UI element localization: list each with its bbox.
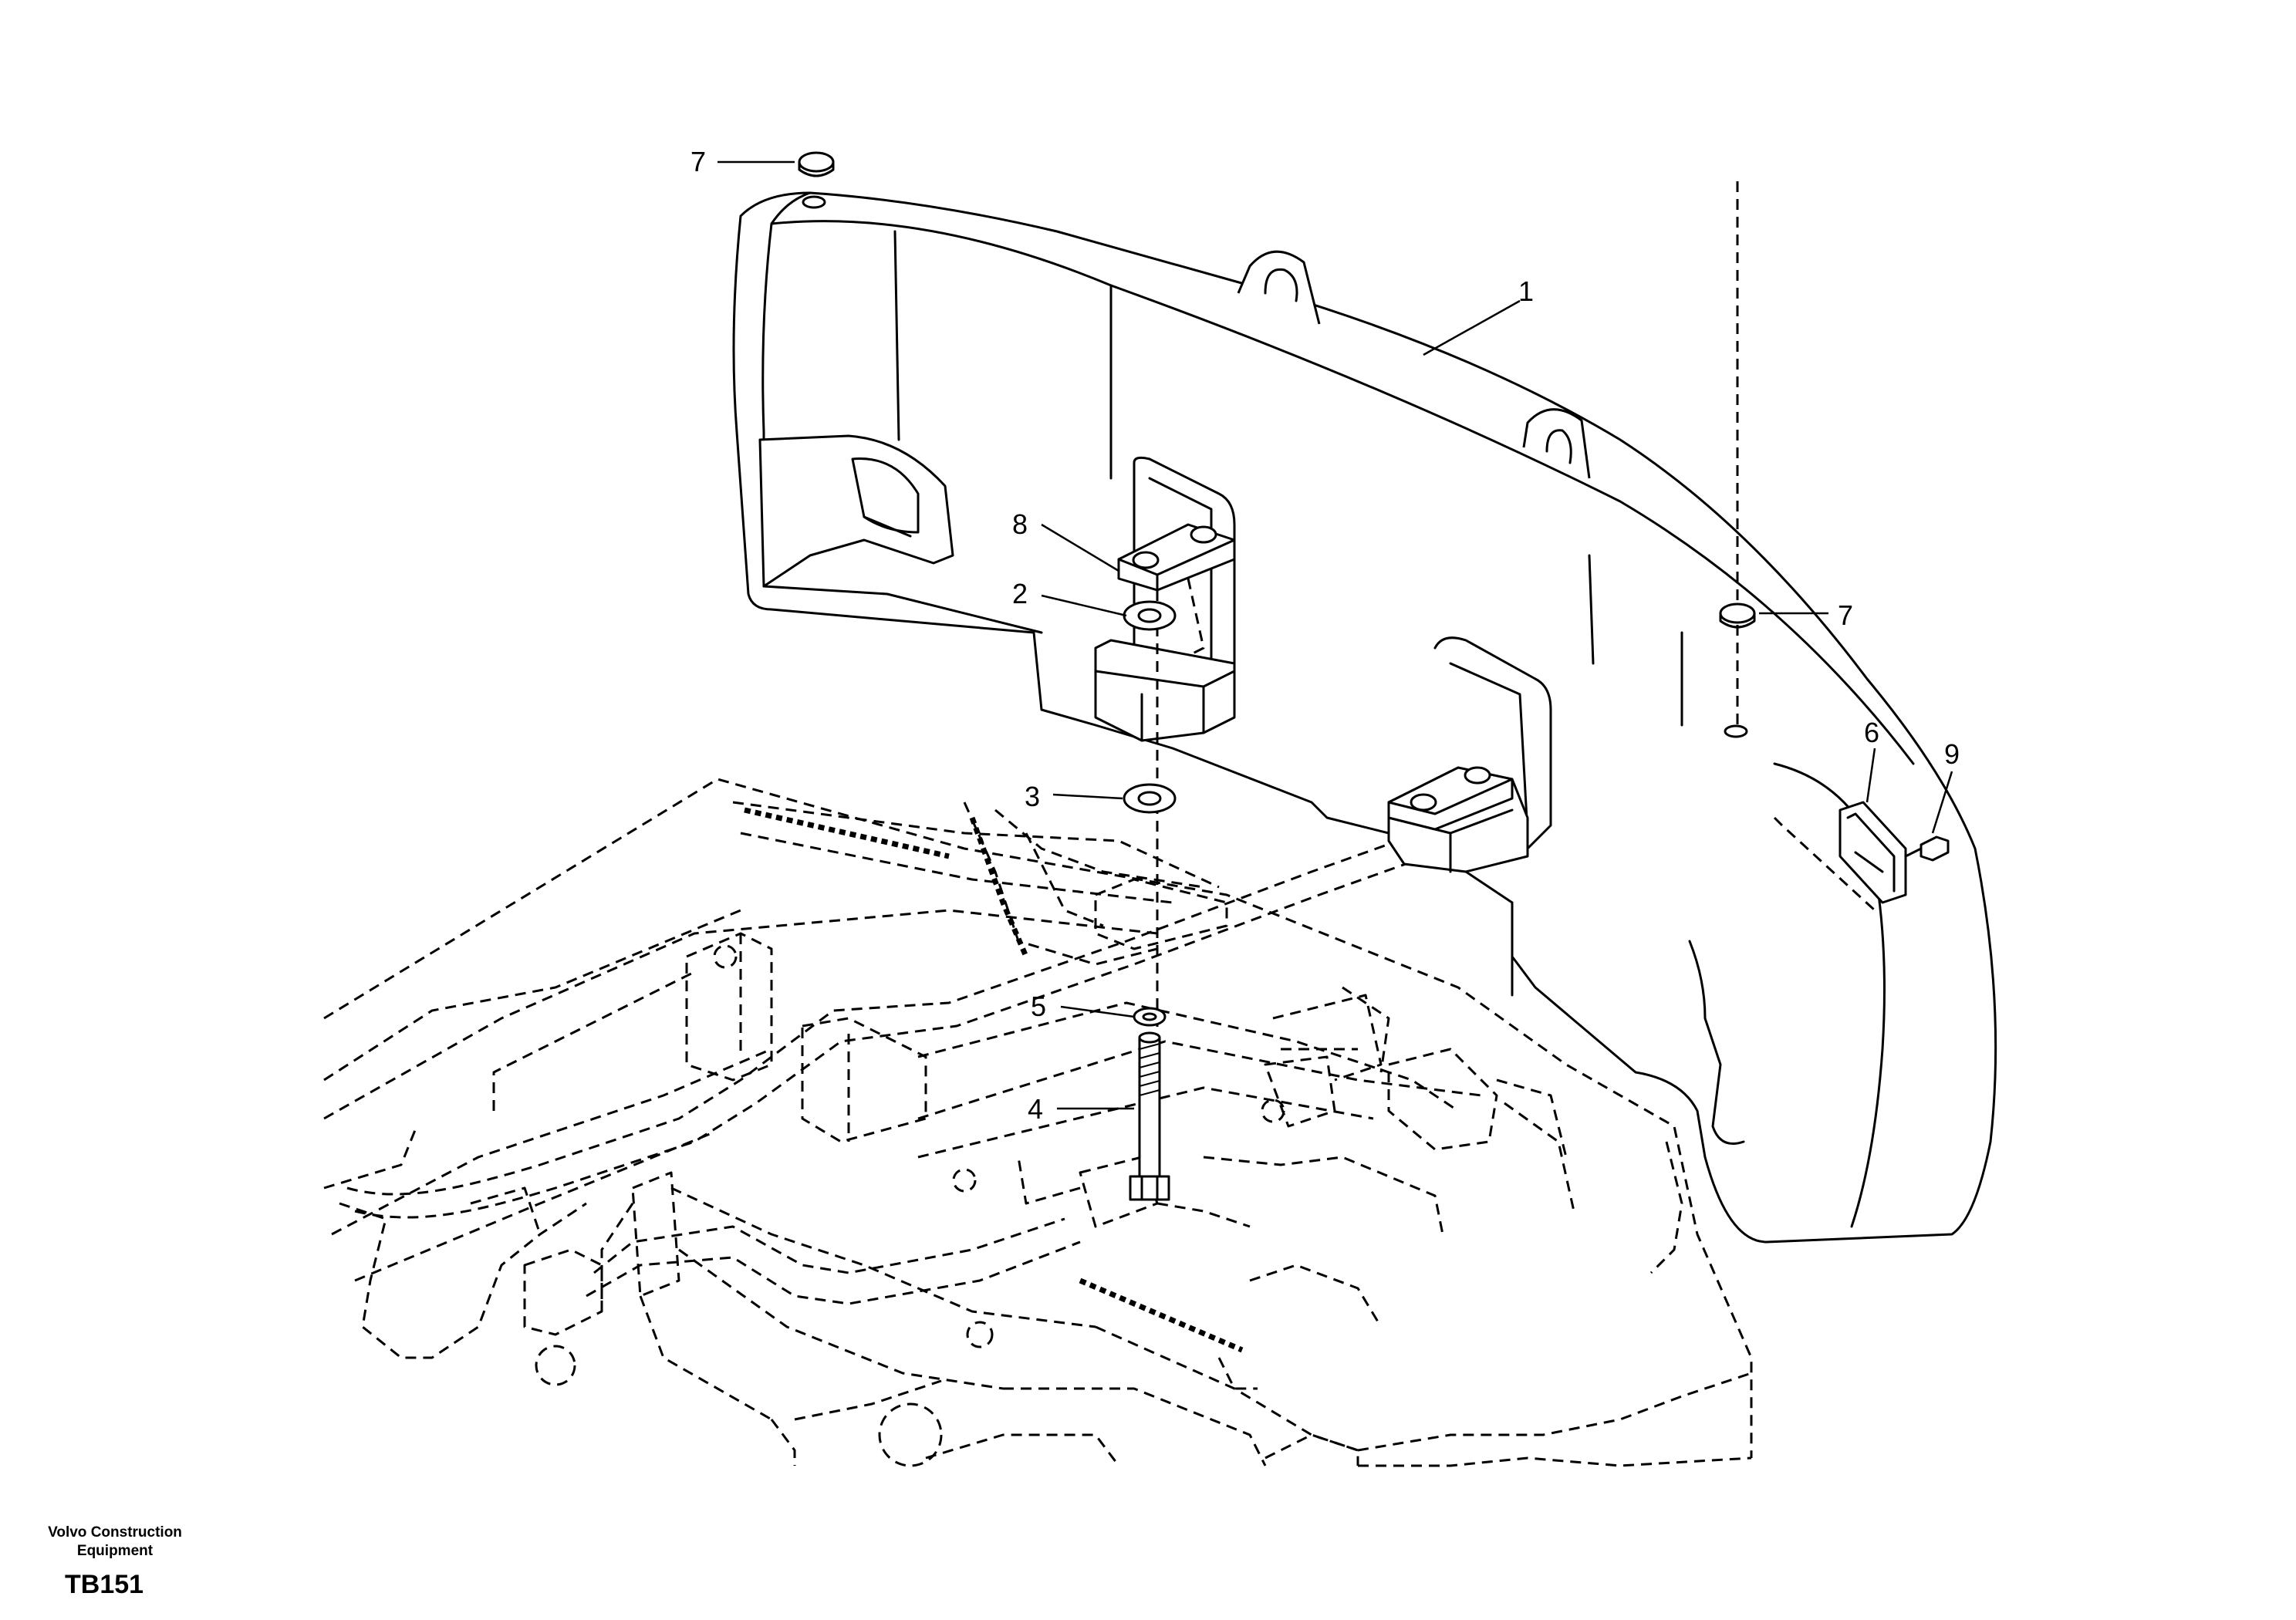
cap-part-7-right <box>1719 602 1756 629</box>
mounting-plate-lower <box>1387 766 1514 831</box>
callout-5: 5 <box>1031 991 1046 1022</box>
counterweight-body <box>732 191 1997 1244</box>
callout-4: 4 <box>1028 1093 1043 1125</box>
callout-3: 3 <box>1025 781 1040 812</box>
washer-part-2 <box>1123 600 1177 631</box>
callout-7-right: 7 <box>1838 599 1853 631</box>
callout-labels: 7 1 8 2 7 6 9 3 5 4 <box>690 146 1960 1125</box>
hose-dashed <box>346 832 1428 1305</box>
callout-1: 1 <box>1518 275 1534 307</box>
washer-part-3 <box>1123 783 1177 814</box>
brand-caption: Volvo Construction Equipment <box>34 1524 196 1561</box>
brand-line-1: Volvo Construction <box>48 1524 182 1541</box>
callout-7-top: 7 <box>690 146 706 177</box>
upper-frame-dashed <box>323 778 1753 1467</box>
diagram-code: TB151 <box>65 1570 144 1599</box>
callout-6: 6 <box>1864 717 1879 748</box>
callout-2: 2 <box>1012 578 1028 609</box>
cap-part-7-top <box>798 151 835 177</box>
brand-line-2: Equipment <box>76 1543 154 1559</box>
callout-9: 9 <box>1944 738 1960 770</box>
cover-plate-part-6 <box>1838 801 1907 904</box>
lock-washer-part-5 <box>1133 1007 1167 1027</box>
callout-8: 8 <box>1012 508 1028 540</box>
callout-leaders <box>718 160 1953 1110</box>
mounting-plate-upper <box>1117 523 1236 592</box>
assembly-line-cover <box>1773 816 1876 912</box>
bolt-part-4 <box>1129 1031 1170 1201</box>
screw-part-9 <box>1904 835 1950 862</box>
assembly-line-plate <box>1187 578 1205 657</box>
